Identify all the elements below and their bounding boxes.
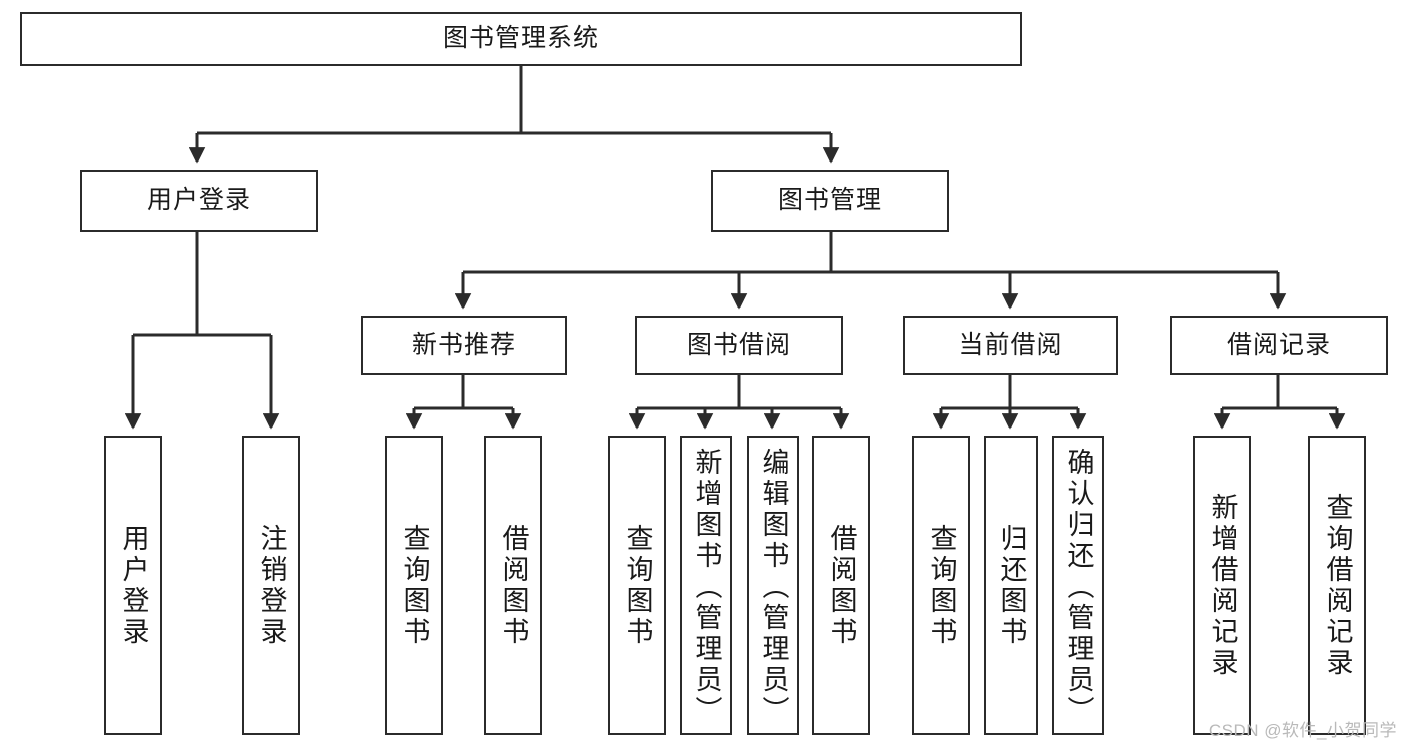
node-current-borrow[interactable]: 当前借阅: [903, 316, 1118, 375]
node-label: 借阅图书: [498, 523, 529, 648]
node-label: 图书管理: [777, 186, 882, 215]
node-label: 注销登录: [256, 523, 287, 648]
node-label: 新增借阅记录: [1207, 492, 1238, 679]
node-label: 新增图书（管理员）: [691, 448, 722, 727]
node-label: 查询借阅记录: [1322, 492, 1353, 679]
node-label: 新书推荐: [411, 330, 516, 359]
leaf-query-book-current[interactable]: 查询图书: [912, 436, 970, 735]
node-new-book-recommend[interactable]: 新书推荐: [361, 316, 567, 375]
node-label: 确认归还（管理员）: [1063, 448, 1094, 727]
node-label: 查询图书: [399, 523, 430, 648]
node-label: 用户登录: [146, 186, 251, 215]
leaf-user-login[interactable]: 用户登录: [104, 436, 162, 735]
node-user-login[interactable]: 用户登录: [80, 170, 318, 232]
leaf-query-borrow-record[interactable]: 查询借阅记录: [1308, 436, 1366, 735]
node-label: 图书借阅: [686, 330, 791, 359]
node-book-borrow[interactable]: 图书借阅: [635, 316, 843, 375]
node-label: 归还图书: [996, 523, 1027, 648]
node-label: 图书管理系统: [442, 24, 599, 53]
leaf-add-book-admin[interactable]: 新增图书（管理员）: [680, 436, 732, 735]
node-book-manage[interactable]: 图书管理: [711, 170, 949, 232]
leaf-confirm-return-admin[interactable]: 确认归还（管理员）: [1052, 436, 1104, 735]
node-label: 用户登录: [118, 523, 149, 648]
node-borrow-record[interactable]: 借阅记录: [1170, 316, 1388, 375]
leaf-add-borrow-record[interactable]: 新增借阅记录: [1193, 436, 1251, 735]
node-label: 当前借阅: [958, 330, 1063, 359]
node-label: 借阅图书: [826, 523, 857, 648]
node-label: 借阅记录: [1226, 330, 1331, 359]
leaf-borrow-book[interactable]: 借阅图书: [812, 436, 870, 735]
node-label: 查询图书: [622, 523, 653, 648]
leaf-query-book-recommend[interactable]: 查询图书: [385, 436, 443, 735]
leaf-query-book-borrow[interactable]: 查询图书: [608, 436, 666, 735]
leaf-borrow-book-recommend[interactable]: 借阅图书: [484, 436, 542, 735]
node-label: 编辑图书（管理员）: [758, 448, 789, 727]
leaf-logout[interactable]: 注销登录: [242, 436, 300, 735]
leaf-edit-book-admin[interactable]: 编辑图书（管理员）: [747, 436, 799, 735]
node-label: 查询图书: [926, 523, 957, 648]
leaf-return-book[interactable]: 归还图书: [984, 436, 1038, 735]
csdn-watermark: CSDN @软件_小贺同学: [1208, 721, 1397, 740]
node-root-library-system[interactable]: 图书管理系统: [20, 12, 1022, 66]
